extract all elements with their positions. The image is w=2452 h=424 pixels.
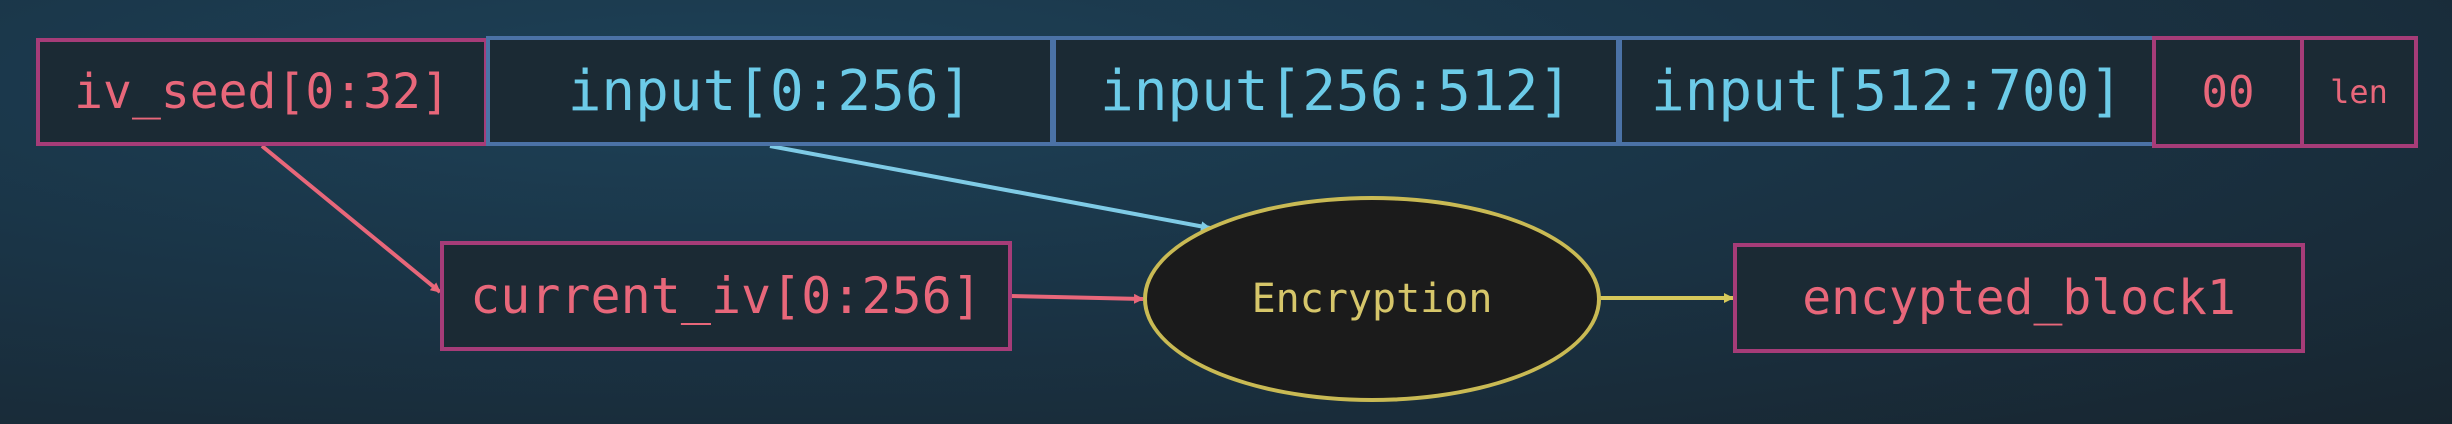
encrypted-block-label: encypted_block1 <box>1802 270 2236 326</box>
iv-seed-label: iv_seed[0:32] <box>74 64 450 120</box>
input-block-1-node: input[256:512] <box>1052 36 1620 146</box>
iv-seed-node: iv_seed[0:32] <box>36 38 488 146</box>
input-block-2-node: input[512:700] <box>1618 36 2156 146</box>
edge-iv-seed-to-current-iv <box>260 144 442 294</box>
padding-node: 00 <box>2152 36 2304 148</box>
edge-input-to-encryption <box>769 144 1211 232</box>
length-node: len <box>2300 36 2418 148</box>
encryption-label: Encryption <box>1251 276 1493 322</box>
encrypted-block-node: encypted_block1 <box>1733 243 2305 353</box>
input-block-0-label: input[0:256] <box>567 58 973 124</box>
encryption-node: Encryption <box>1143 196 1601 402</box>
input-block-0-node: input[0:256] <box>486 36 1054 146</box>
current-iv-node: current_iv[0:256] <box>440 241 1012 351</box>
input-block-2-label: input[512:700] <box>1650 58 2123 124</box>
current-iv-label: current_iv[0:256] <box>470 267 982 325</box>
length-label: len <box>2330 73 2388 111</box>
input-block-1-label: input[256:512] <box>1099 58 1572 124</box>
padding-label: 00 <box>2201 66 2255 118</box>
edge-current-iv-to-encryption <box>1009 293 1144 304</box>
